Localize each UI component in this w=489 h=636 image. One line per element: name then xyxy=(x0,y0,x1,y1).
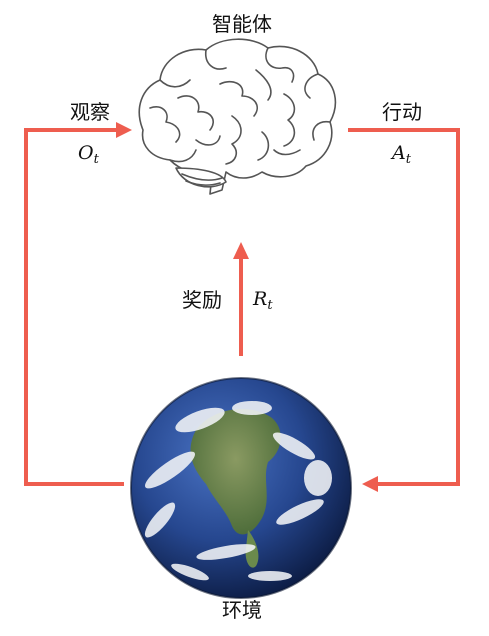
reward-label: 奖励 xyxy=(182,288,222,312)
observation-arrow xyxy=(24,122,132,486)
action-label: 行动 xyxy=(382,100,422,124)
action-arrow xyxy=(348,128,460,492)
observation-symbol: Ot xyxy=(78,142,99,167)
action-symbol: At xyxy=(392,142,411,167)
agent-label: 智能体 xyxy=(212,12,272,36)
earth-globe-icon xyxy=(130,377,352,599)
reward-arrow xyxy=(233,242,249,356)
observation-label: 观察 xyxy=(70,100,110,124)
reward-symbol: Rt xyxy=(253,288,273,313)
brain-icon xyxy=(138,38,337,195)
environment-label: 环境 xyxy=(222,598,262,622)
